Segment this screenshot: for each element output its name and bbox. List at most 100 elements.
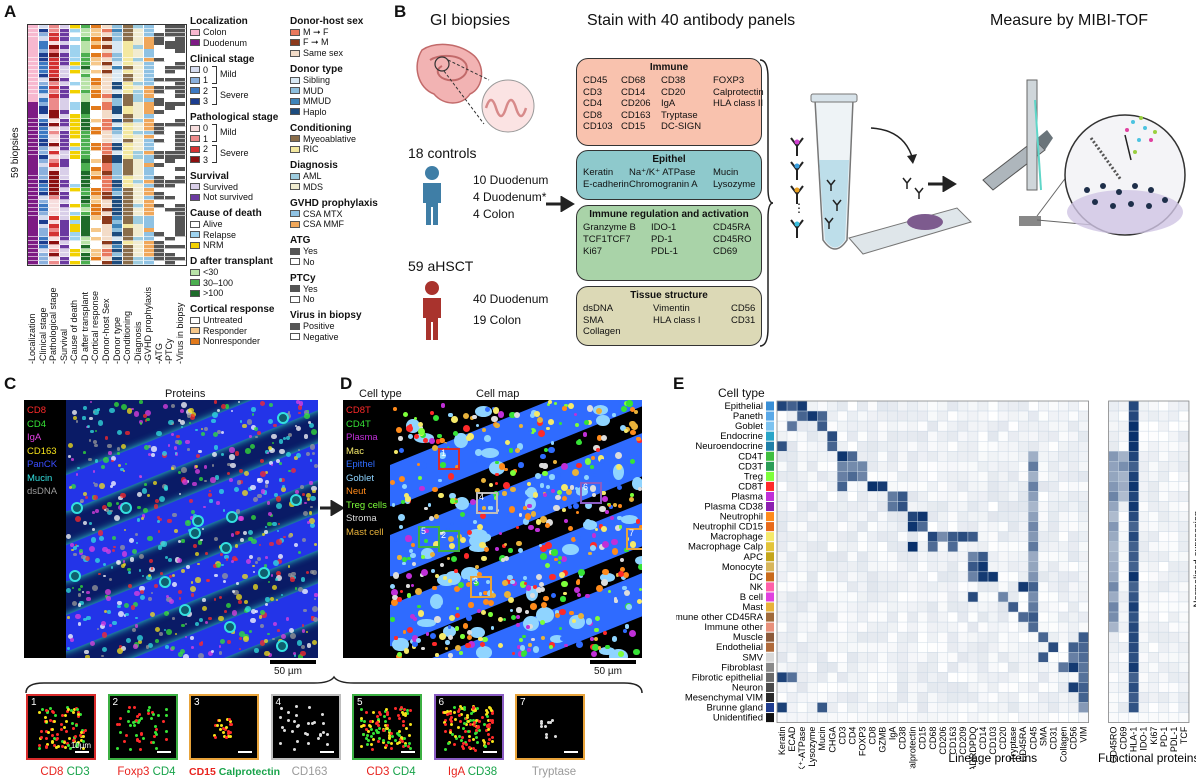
heatmap-cell bbox=[967, 702, 979, 713]
stain-dot bbox=[281, 633, 287, 639]
matrix-cell bbox=[38, 86, 50, 91]
heatmap-cell bbox=[1068, 601, 1079, 613]
heatmap-cell bbox=[1038, 641, 1049, 653]
matrix-cell bbox=[59, 110, 71, 115]
heatmap-cell bbox=[957, 471, 969, 482]
heatmap-cell bbox=[1128, 461, 1139, 472]
stain-dot bbox=[83, 451, 86, 454]
stain-dot bbox=[360, 745, 364, 749]
heatmap-cell bbox=[776, 581, 788, 593]
heatmap-cell bbox=[1068, 400, 1079, 412]
stain-dot bbox=[443, 723, 447, 727]
stain-dot bbox=[53, 714, 57, 718]
cell-dot bbox=[557, 561, 561, 565]
stain-dot bbox=[195, 464, 199, 468]
legend-swatch bbox=[290, 333, 300, 340]
heatmap-cell bbox=[867, 410, 878, 422]
heatmap-cell bbox=[947, 611, 959, 623]
heatmap-cell bbox=[1018, 420, 1029, 432]
matrix-cell bbox=[49, 236, 60, 241]
cell-dot bbox=[450, 555, 458, 562]
matrix-cell bbox=[80, 155, 92, 160]
matrix-cell bbox=[49, 90, 60, 95]
heatmap-cell bbox=[927, 662, 939, 673]
heatmap-cell bbox=[796, 501, 808, 512]
heatmap-cell bbox=[987, 471, 999, 482]
heatmap-cell bbox=[1138, 712, 1149, 723]
heatmap-cell bbox=[1048, 662, 1059, 673]
heatmap-cell bbox=[877, 652, 888, 663]
heatmap-cell bbox=[997, 551, 1009, 563]
heatmap-cell bbox=[1068, 662, 1079, 673]
heatmap-cell bbox=[1148, 501, 1160, 512]
heatmap-cell bbox=[1018, 682, 1029, 693]
heatmap-cell bbox=[1068, 521, 1079, 532]
cell-dot bbox=[590, 650, 598, 658]
heatmap-cell bbox=[1138, 511, 1149, 522]
roi-number: 7 bbox=[629, 528, 635, 538]
heatmap-cell bbox=[776, 451, 788, 462]
legend-group-title: Cortical response bbox=[190, 304, 275, 315]
heatmap-cell bbox=[907, 641, 918, 653]
heatmap-cell bbox=[1028, 571, 1039, 583]
stain-dot bbox=[485, 714, 489, 718]
cell-dot bbox=[518, 513, 523, 517]
heatmap-cell bbox=[1168, 631, 1180, 643]
heatmap-cell bbox=[907, 451, 918, 462]
heatmap-cell bbox=[1138, 692, 1149, 703]
cell-dot bbox=[487, 599, 494, 606]
heatmap-cell bbox=[796, 471, 808, 482]
heatmap-cell bbox=[907, 551, 918, 563]
heatmap-cell bbox=[837, 611, 848, 623]
heatmap-cell bbox=[1048, 400, 1059, 412]
stain-dot bbox=[72, 710, 76, 714]
stain-dot bbox=[242, 424, 247, 429]
heatmap-cell bbox=[937, 561, 949, 573]
heatmap-cell bbox=[816, 471, 828, 482]
cell-dot bbox=[567, 504, 572, 510]
heatmap-cell bbox=[796, 430, 808, 442]
heatmap-cell bbox=[1048, 631, 1059, 643]
heatmap-cell bbox=[1028, 631, 1039, 643]
stain-dot bbox=[134, 624, 139, 628]
heatmap-cell bbox=[967, 591, 979, 603]
legend-entry: M ➞ F bbox=[290, 27, 390, 37]
heatmap-cell bbox=[1108, 672, 1119, 683]
row-color-swatch bbox=[766, 632, 774, 642]
matrix-cell bbox=[49, 134, 60, 140]
matrix-cell bbox=[28, 199, 39, 205]
heatmap-cell bbox=[1038, 672, 1049, 683]
matrix-cell bbox=[28, 106, 39, 111]
roi-box: 1 bbox=[438, 448, 460, 470]
stain-dot bbox=[478, 720, 482, 724]
stain-dot bbox=[450, 723, 454, 727]
heatmap-cell bbox=[1118, 501, 1129, 512]
heatmap-cell bbox=[1128, 491, 1139, 502]
heatmap-cell bbox=[877, 461, 888, 472]
stain-dot bbox=[172, 617, 175, 620]
matrix-cell bbox=[28, 65, 39, 71]
cell-dot bbox=[516, 540, 522, 547]
heatmap-cell bbox=[1118, 662, 1129, 673]
matrix-cell bbox=[28, 155, 39, 160]
heatmap-cell bbox=[1058, 441, 1069, 452]
heatmap-cell bbox=[827, 561, 838, 573]
stain-dot bbox=[290, 577, 295, 582]
stain-dot bbox=[96, 627, 99, 631]
heatmap-cell bbox=[1028, 551, 1039, 563]
heatmap-cell bbox=[877, 631, 888, 643]
stain-dot bbox=[61, 714, 65, 718]
legend-entry-label: No bbox=[303, 294, 315, 304]
cell-dot bbox=[617, 504, 622, 509]
antibody-marker: Vimentin bbox=[653, 303, 690, 314]
heatmap-cell bbox=[1118, 430, 1129, 442]
stain-dot bbox=[174, 452, 178, 455]
stain-dot bbox=[147, 711, 151, 715]
heatmap-cell bbox=[867, 621, 878, 633]
matrix-cell bbox=[38, 138, 50, 144]
matrix-cell bbox=[70, 81, 81, 87]
heatmap-cell bbox=[1138, 611, 1149, 623]
heatmap-cell bbox=[1178, 461, 1190, 472]
stain-dot bbox=[78, 622, 82, 626]
heatmap-cell bbox=[1128, 501, 1139, 512]
